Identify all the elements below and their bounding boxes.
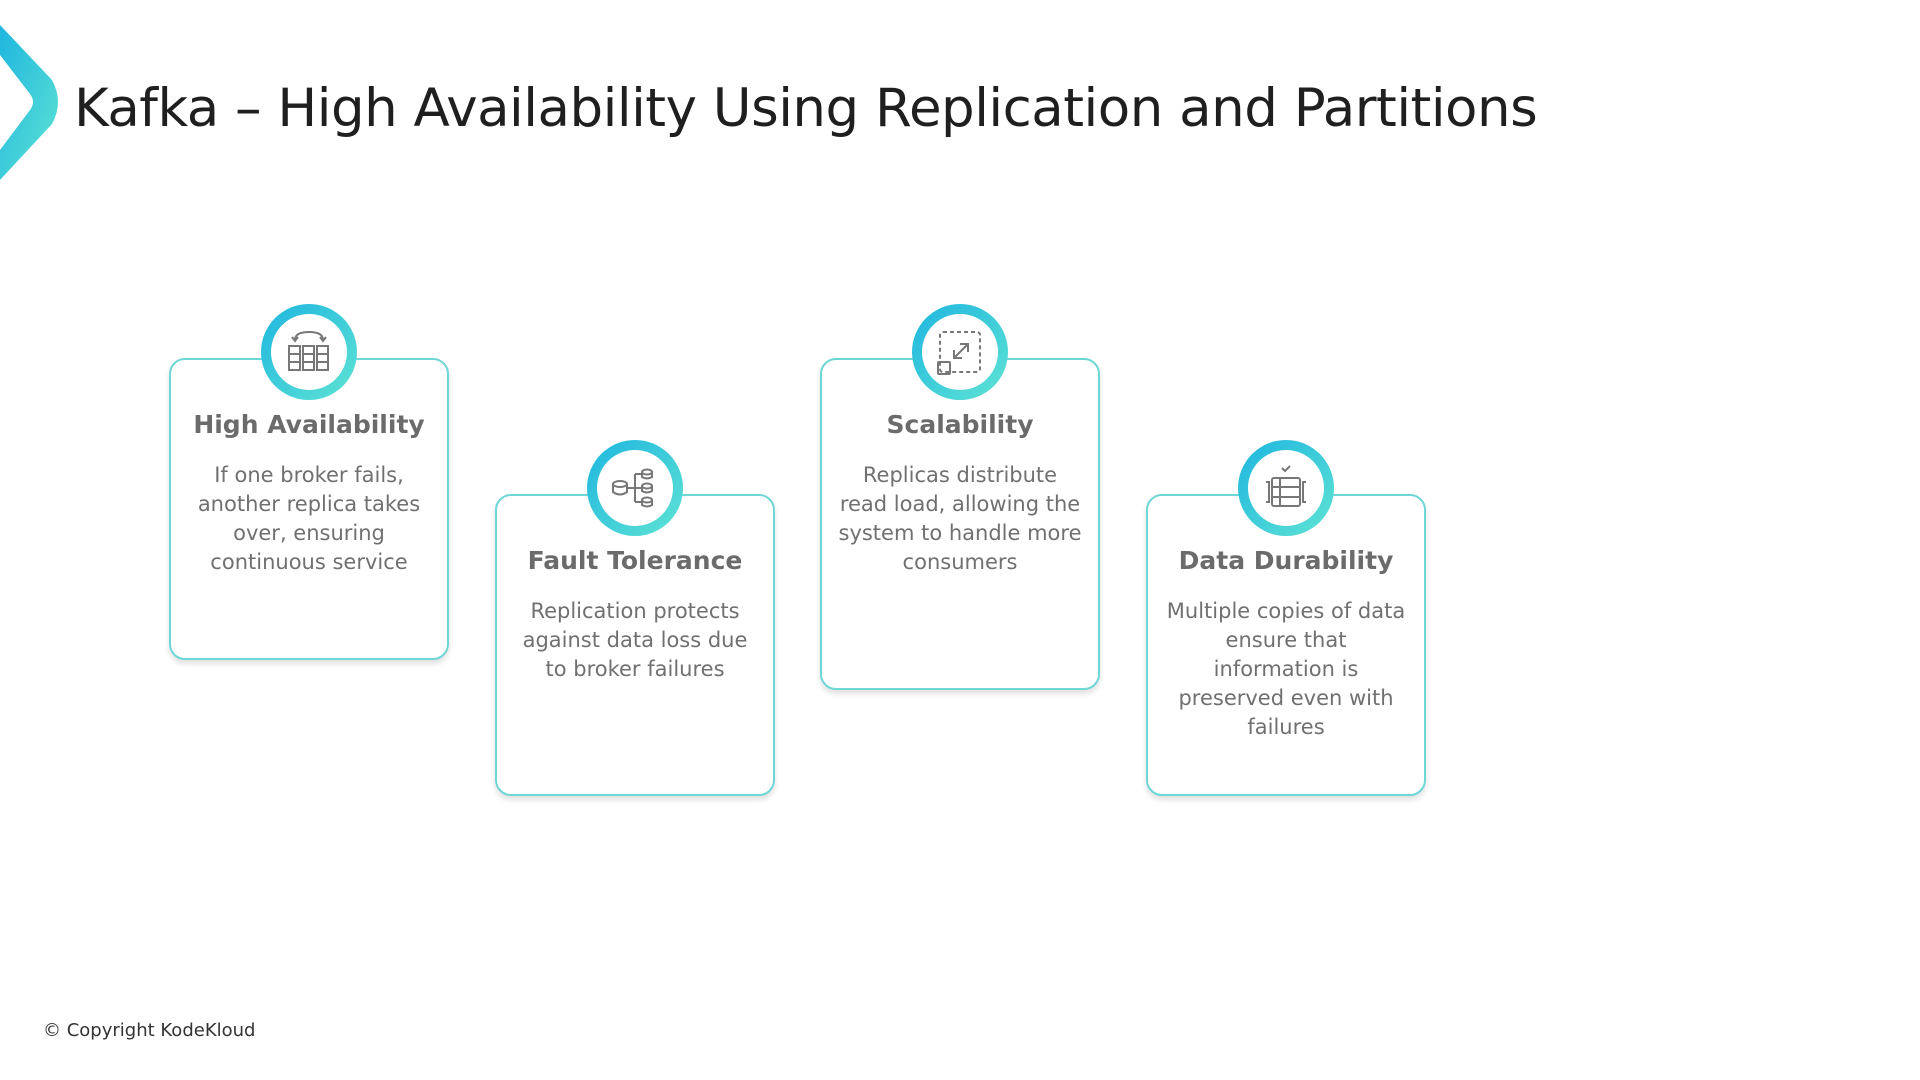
- card-fault-tolerance: Fault Tolerance Replication protects aga…: [495, 440, 775, 796]
- card-title: Scalability: [886, 410, 1034, 439]
- page-title: Kafka – High Availability Using Replicat…: [74, 78, 1538, 139]
- card-description: Multiple copies of data ensure that info…: [1166, 599, 1406, 739]
- card-high-availability: High Availability If one broker fails, a…: [169, 304, 449, 660]
- card-title: High Availability: [193, 410, 425, 439]
- card-description: Replication protects against data loss d…: [522, 599, 748, 681]
- card-title: Fault Tolerance: [527, 546, 743, 575]
- copyright-footer: © Copyright KodeKloud: [43, 1020, 256, 1041]
- card-description: If one broker fails, another replica tak…: [197, 463, 421, 574]
- expand-arrows-icon: [937, 331, 981, 375]
- logo-chevron-icon: [0, 25, 58, 180]
- card-description: Replicas distribute read load, allowing …: [838, 463, 1082, 574]
- card-title: Data Durability: [1178, 546, 1394, 575]
- data-storage-icon: [1266, 465, 1306, 507]
- card-data-durability: Data Durability Multiple copies of data …: [1146, 440, 1426, 796]
- card-scalability: Scalability Replicas distribute read loa…: [820, 304, 1100, 690]
- table-sync-icon: [288, 330, 329, 371]
- database-tree-icon: [612, 468, 653, 508]
